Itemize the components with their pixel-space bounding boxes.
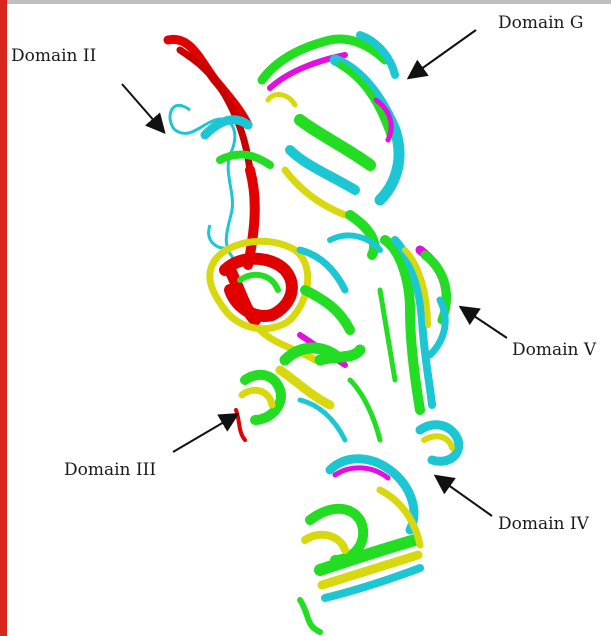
label-domain-ii: Domain II <box>11 46 96 66</box>
domain-iv-ribbons <box>300 425 459 632</box>
arrow-domain-v <box>462 308 507 338</box>
central-beta-barrel <box>210 235 380 365</box>
arrow-domain-iv <box>437 477 492 516</box>
label-domain-g: Domain G <box>498 13 584 33</box>
arrow-domain-iii <box>173 415 236 452</box>
domain-ii-cyan-loop <box>170 105 235 260</box>
label-domain-v: Domain V <box>512 340 596 360</box>
label-domain-iv: Domain IV <box>498 514 589 534</box>
domain-v-sheet <box>380 240 447 410</box>
arrow-domain-g <box>410 30 476 77</box>
domain-iii-ribbons <box>236 348 380 440</box>
label-domain-iii: Domain III <box>64 460 156 480</box>
arrow-domain-ii <box>122 84 163 131</box>
